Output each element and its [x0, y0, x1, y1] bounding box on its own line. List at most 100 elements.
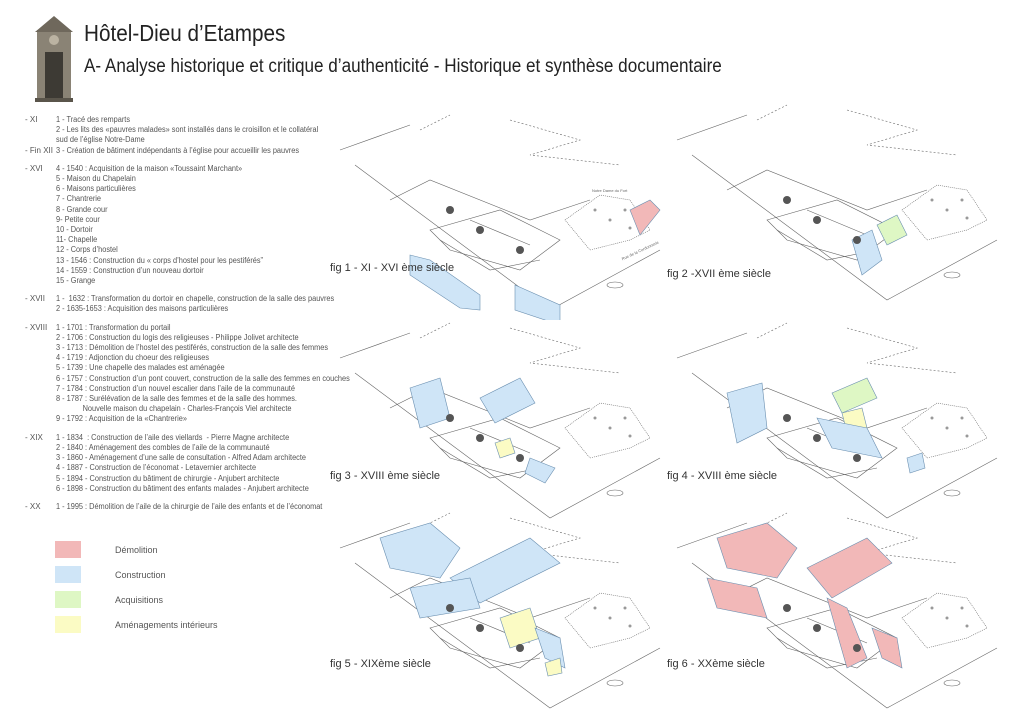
site-axonometric-fig-3 — [330, 318, 675, 528]
highlight-zone — [816, 417, 883, 459]
period-item: 8 - 1787 : Surélévation de la salle des … — [56, 394, 297, 404]
period-item: 5 - 1894 - Construction du bâtiment de c… — [56, 473, 280, 483]
figure-caption: fig 2 -XVII ème siècle — [667, 268, 771, 280]
period-item: 11- Chapelle — [56, 235, 98, 245]
period-item: 1 - 1701 : Transformation du portail — [56, 322, 171, 332]
figure-caption: fig 6 - XXème siècle — [667, 658, 765, 670]
highlight-zone — [726, 382, 768, 444]
period-6: - XX 1 - 1995 : Démolition de l’aile de l… — [25, 502, 335, 512]
period-5: - XIX 1 - 1834 : Construction de l’aile d… — [25, 433, 335, 494]
period-item: 8 - Grande cour — [56, 204, 108, 214]
period-item: 3 - Création de bâtiment indépendants à … — [56, 145, 300, 155]
highlight-zone — [629, 199, 661, 236]
period-item: 5 - 1739 : Une chapelle des malades est … — [56, 363, 225, 373]
period-items: 1 - 1995 : Démolition de l’aile de la ch… — [56, 502, 322, 512]
legend-item: Démolition — [55, 537, 218, 562]
legend-label: Acquisitions — [115, 594, 164, 605]
highlight-zone — [534, 627, 566, 669]
highlight-zone — [514, 284, 561, 326]
period-items: 4 - 1540 : Acquisition de la maison «Tou… — [56, 164, 263, 286]
figure-caption: fig 1 - XI - XVI ème siècle — [330, 262, 455, 274]
period-item: 2 - Les lits des «pauvres malades» sont … — [56, 125, 319, 135]
period-label: - XVI — [25, 163, 43, 173]
legend-item: Construction — [55, 562, 218, 587]
figure-caption: fig 4 - XVIII ème siècle — [667, 470, 778, 482]
highlight-zone — [831, 377, 878, 414]
page-subtitle: A- Analyse historique et critique d’auth… — [84, 56, 722, 77]
site-axonometric-fig-2 — [667, 100, 1012, 310]
highlight-zone — [409, 377, 451, 429]
street-label: Notre Dame du Fort — [592, 188, 628, 193]
highlight-zone — [379, 522, 461, 579]
period-item: 2 - 1706 : Construction du logis des rel… — [56, 332, 299, 342]
period-label: - XX — [25, 501, 41, 511]
highlight-zone — [409, 577, 481, 619]
page-title: Hôtel-Dieu d’Etampes — [84, 20, 286, 46]
period-item: 7 - 1784 : Construction d’un nouvel esca… — [56, 383, 295, 393]
period-item: 3 - 1713 : Démolition de l’hostel des pe… — [56, 343, 329, 353]
period-item: 6 - 1757 : Construction d’un pont couver… — [56, 373, 350, 383]
highlight-zone — [876, 214, 908, 246]
period-item: 14 - 1559 : Construction d’un nouveau do… — [56, 265, 204, 275]
period-item: 10 - Dortoir — [56, 225, 93, 235]
legend-label: Démolition — [115, 544, 158, 555]
site-axonometric-fig-6 — [667, 508, 1012, 718]
legend-swatch — [55, 566, 81, 583]
site-axonometric-fig-5 — [330, 508, 675, 718]
period-items: 1 - 1632 : Transformation du dortoir en … — [56, 294, 334, 314]
highlight-zone — [524, 457, 556, 484]
period-item: 6 - Maisons particulières — [56, 184, 136, 194]
period-item: 1 - 1632 : Transformation du dortoir en … — [56, 294, 335, 304]
highlight-zone — [906, 452, 926, 474]
highlight-zone — [806, 537, 893, 599]
period-3: - XVII 1 - 1632 : Transformation du dorto… — [25, 294, 335, 314]
highlight-zone — [826, 597, 868, 669]
period-item: 4 - 1719 : Adjonction du choeur des reli… — [56, 353, 210, 363]
period-label: - Fin XII — [25, 145, 54, 155]
period-item: 4 - 1887 - Construction de l’économat - … — [56, 463, 257, 473]
period-item: 1 - 1834 : Construction de l’aile des vi… — [56, 432, 290, 442]
figure-caption: fig 5 - XIXème siècle — [330, 658, 431, 670]
period-label: - XVII — [25, 294, 46, 304]
period-item: 9- Petite cour — [56, 214, 100, 224]
legend-swatch — [55, 616, 81, 633]
legend-swatch — [55, 541, 81, 558]
highlight-zone — [706, 577, 768, 619]
highlight-zone — [544, 657, 563, 677]
legend-item: Aménagements intérieurs — [55, 612, 218, 637]
highlight-zone — [499, 607, 541, 649]
site-axonometric-fig-4 — [667, 318, 1012, 528]
period-items: 1 - 1834 : Construction de l’aile des vi… — [56, 433, 309, 494]
period-label: - XIX — [25, 432, 43, 442]
period-item: 3 - 1860 - Aménagement d’une salle de co… — [56, 453, 306, 463]
period-item: 15 - Grange — [56, 276, 96, 286]
period-item: 2 - 1840 : Aménagement des combles de l’… — [56, 442, 270, 452]
period-item: 9 - 1792 : Acquisition de la «Chantrerie… — [56, 414, 187, 424]
period-item: 6 - 1898 - Construction du bâtiment des … — [56, 483, 309, 493]
hotel-dieu-facade-logo — [35, 16, 73, 102]
period-item: 2 - 1635-1653 : Acquisition des maisons … — [56, 304, 229, 314]
highlight-zone — [479, 377, 536, 424]
legend-item: Acquisitions — [55, 587, 218, 612]
period-item: 5 - Maison du Chapelain — [56, 174, 136, 184]
highlight-zone — [494, 437, 516, 459]
period-items: 3 - Création de bâtiment indépendants à … — [56, 146, 299, 156]
highlight-zone — [409, 254, 481, 311]
highlight-zone — [871, 627, 903, 669]
site-axonometric-fig-1 — [330, 110, 675, 326]
period-item: 7 - Chantrerie — [56, 194, 102, 204]
period-item: Nouvelle maison du chapelain - Charles-F… — [56, 404, 292, 414]
period-item: sud de l’église Notre-Dame — [56, 135, 145, 145]
legend-label: Construction — [115, 569, 166, 580]
legend-label: Aménagements intérieurs — [115, 619, 218, 630]
period-item: 12 - Corps d’hostel — [56, 245, 118, 255]
period-item: 1 - 1995 : Démolition de l’aile de la ch… — [56, 501, 323, 511]
